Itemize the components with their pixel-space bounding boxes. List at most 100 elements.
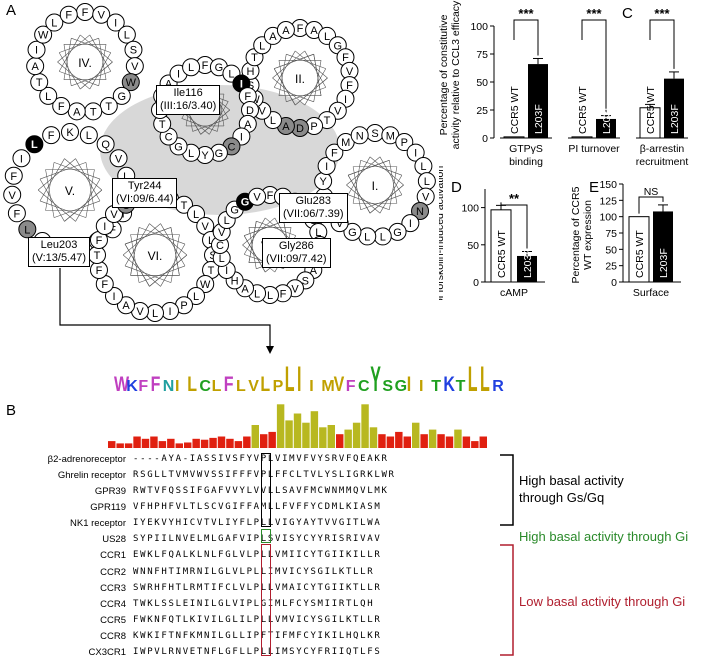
- alignment-row-name: Ghrelin receptor: [57, 470, 126, 481]
- residue-letter: G: [174, 141, 183, 153]
- residue-circle: [248, 187, 267, 206]
- conservation-bar: [158, 441, 167, 448]
- d-y-tick-label: 100: [461, 203, 479, 215]
- wheel-spoke: [346, 156, 381, 186]
- alignment-row-sequence: WNNFHTIMRNILGLVLPLLIMVICYSGILKTLLR: [133, 567, 375, 577]
- c-mut-label: L203F: [669, 104, 681, 134]
- residue-circle: [187, 204, 206, 223]
- wheel-spoke: [89, 34, 112, 72]
- logo-letter: F: [138, 378, 148, 395]
- conservation-bar: [209, 437, 217, 448]
- alignment-row-sequence: FWKNFQTLKIVILGLILPLLVMVICYSGILKTLLR: [133, 615, 382, 625]
- logo-letter: L: [212, 378, 222, 395]
- wheel-spoke: [63, 38, 72, 80]
- arrow-head: [266, 346, 274, 354]
- residue-letter: L: [188, 148, 194, 160]
- c-sig-bracket: [649, 19, 675, 69]
- wheel-spoke: [64, 158, 103, 191]
- conservation-bar: [445, 436, 454, 448]
- residue-letter: L: [267, 290, 273, 302]
- residue-letter: F: [109, 224, 116, 236]
- residue-circle: [42, 126, 61, 145]
- c-y-tick-label: 50: [476, 77, 488, 89]
- e-y-tick-label: 125: [599, 195, 617, 207]
- residue-circle: [18, 220, 37, 239]
- wheel-spoke: [75, 158, 101, 202]
- c-ylabel-line1: Percentage of constitutive: [439, 14, 450, 135]
- conservation-bar: [184, 442, 192, 448]
- residue-letter: A: [282, 25, 290, 37]
- callout-gly286: Gly286 (VII:09/7.42): [262, 238, 331, 268]
- residue-letter: A: [244, 119, 252, 131]
- wheel-spoke: [124, 227, 172, 245]
- residue-letter: L: [152, 308, 158, 320]
- logo-letter: P: [273, 378, 284, 395]
- logo-letter: M: [321, 378, 334, 395]
- wheel-spoke: [181, 118, 218, 132]
- logo-letter: L: [187, 372, 197, 395]
- wheel-spoke: [379, 156, 403, 195]
- conservation-bar: [268, 431, 276, 448]
- wheel-spoke: [98, 38, 107, 80]
- residue-letter: V: [259, 106, 267, 118]
- alignment-row-name: NK1 receptor: [70, 518, 126, 529]
- residue-letter: L: [324, 31, 330, 43]
- wheel-spoke: [149, 223, 188, 256]
- callout-glu283-pos: (VII:06/7.39): [283, 208, 344, 220]
- callout-leu203-name: Leu203: [40, 239, 78, 251]
- label-high-gq-line2: through Gs/Gq: [519, 490, 605, 505]
- residue-letter: L: [31, 139, 38, 151]
- residue-letter: T: [324, 115, 331, 127]
- wheel-spoke: [273, 68, 296, 106]
- residue-letter: A: [310, 265, 318, 277]
- alignment-row-name: CCR3: [100, 583, 126, 594]
- residue-circle: [325, 143, 344, 162]
- residue-letter: F: [342, 52, 349, 64]
- residue-letter: V: [218, 227, 226, 239]
- c-sig-label: ***: [654, 6, 670, 21]
- residue-circle: [12, 149, 31, 168]
- residue-letter: S: [371, 128, 378, 140]
- residue-letter: L: [193, 291, 199, 303]
- wheel-spoke: [286, 87, 326, 103]
- wheel-spoke: [274, 87, 314, 103]
- helical-wheel-diagram: FVILSVWGTTAFLTAIWLFIV.FALGFVFIVTPDALVWSH…: [3, 3, 436, 322]
- wheel-spoke: [192, 118, 229, 132]
- d-ylabel-line2: of forskolin-induced activation: [439, 166, 446, 300]
- wheel-spoke: [64, 189, 103, 222]
- callout-tyr244-pos: (VI:09/6.44): [116, 193, 174, 205]
- residue-letter: D: [296, 123, 304, 135]
- alignment-row-name: GPR39: [94, 486, 126, 497]
- wheel-spoke: [304, 68, 327, 106]
- residue-circle: [109, 149, 128, 168]
- residue-letter: V: [136, 306, 144, 318]
- residue-letter: V: [9, 190, 17, 202]
- wheel-spoke: [124, 243, 150, 287]
- residue-letter: A: [269, 31, 277, 43]
- alignment-row-name: CCR5: [100, 615, 126, 626]
- logo-letter: L: [468, 359, 478, 395]
- callout-glu283: Glu283 (VII:06/7.39): [279, 193, 348, 223]
- conservation-bar-plot: [108, 404, 487, 448]
- wheel-spoke: [80, 34, 113, 63]
- conservation-bar: [471, 441, 479, 448]
- wheel-spoke: [71, 37, 111, 53]
- helix-wheel-2: FALGFVFIVTPDALVWSHTLAAII.: [241, 19, 359, 137]
- residue-circle: [406, 143, 425, 162]
- alignment-row-sequence: EWKLFQALKLNLFGLVLPLLVMIICYTGIIKILLR: [133, 550, 382, 560]
- wheel-spoke: [58, 34, 81, 72]
- e-mut-label: L203F: [658, 248, 670, 278]
- callout-gly286-pos: (VII:09/7.42): [266, 253, 327, 265]
- residue-letter: Y: [319, 176, 327, 188]
- alignment-row-name: CCR8: [100, 631, 126, 642]
- residue-letter: V: [336, 218, 344, 230]
- residue-letter: I: [225, 265, 228, 277]
- alignment-row-name: US28: [102, 534, 126, 545]
- c-group-label-1: GTPγS: [509, 143, 543, 155]
- wheel-spoke: [274, 53, 314, 69]
- residue-letter: L: [219, 253, 225, 265]
- c-wt-label: CCR5 WT: [577, 86, 589, 134]
- conservation-bar: [319, 427, 327, 448]
- residue-letter: I: [103, 221, 106, 233]
